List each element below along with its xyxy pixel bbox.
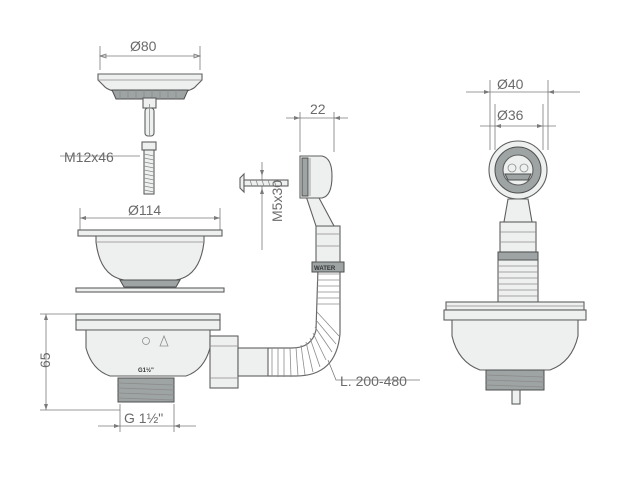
dim-22: 22 — [310, 101, 326, 117]
sink-flange — [75, 208, 225, 293]
water-label: WATER — [314, 266, 336, 272]
dim-d114: Ø114 — [128, 202, 161, 218]
m12-bolt — [60, 141, 157, 195]
drain-body: G1½" — [40, 313, 269, 432]
dim-g: G 1½" — [124, 410, 163, 426]
dim-d40: Ø40 — [497, 76, 524, 92]
dim-m12x46: M12x46 — [64, 149, 114, 165]
dim-length: L. 200-480 — [340, 373, 407, 389]
dim-d80: Ø80 — [130, 38, 157, 54]
strainer-basket — [97, 46, 203, 137]
dim-d36: Ø36 — [497, 107, 524, 123]
dim-m5x30: M5x30 — [269, 180, 285, 222]
g-small-label: G1½" — [138, 367, 154, 374]
dim-65: 65 — [37, 352, 53, 368]
overflow-hose: WATER — [268, 112, 420, 381]
m5-screw — [239, 162, 289, 250]
side-view-assembly — [443, 80, 587, 405]
